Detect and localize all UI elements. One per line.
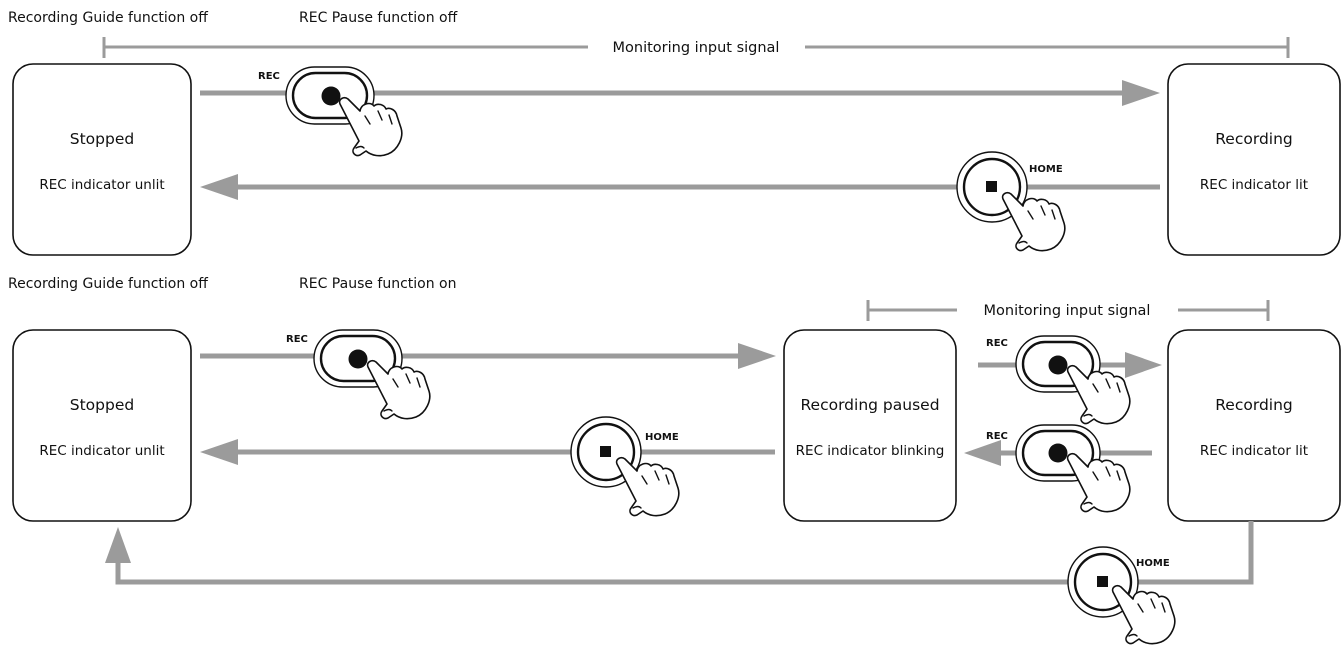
record-dot-icon: [1048, 443, 1068, 463]
home-label: HOME: [1136, 558, 1170, 569]
top-rec-button: REC: [258, 66, 403, 157]
home-label: HOME: [645, 432, 679, 443]
pointing-hand-icon: [1111, 585, 1176, 645]
rec-label: REC: [258, 71, 280, 82]
home-label: HOME: [1029, 164, 1063, 175]
state-status: REC indicator blinking: [796, 443, 945, 459]
state-box: [12, 329, 192, 522]
bottom-condition-guide: Recording Guide function off: [8, 276, 208, 292]
bottom-home-button-2: HOME: [1067, 546, 1176, 645]
bottom-arrow-paused-to-stopped: [200, 439, 775, 465]
record-dot-icon: [348, 349, 368, 369]
top-monitoring-bracket: [102, 37, 1290, 58]
pointing-hand-icon: [366, 360, 431, 420]
bottom-recording-box: Recording REC indicator lit: [1167, 329, 1341, 522]
state-status: REC indicator unlit: [39, 177, 164, 193]
state-status: REC indicator lit: [1200, 177, 1308, 193]
top-stopped-box: Stopped REC indicator unlit: [12, 63, 192, 256]
bottom-monitoring-bracket: [866, 300, 1270, 321]
bottom-monitoring-label: Monitoring input signal: [984, 303, 1151, 319]
bottom-stopped-box: Stopped REC indicator unlit: [12, 329, 192, 522]
top-monitoring-label: Monitoring input signal: [613, 40, 780, 56]
pointing-hand-icon: [338, 97, 403, 157]
stop-square-icon: [600, 446, 611, 457]
top-diagram: Recording Guide function off REC Pause f…: [8, 10, 1341, 256]
bottom-home-button-1: HOME: [570, 416, 680, 517]
top-recording-box: Recording REC indicator lit: [1167, 63, 1341, 256]
state-status: REC indicator unlit: [39, 443, 164, 459]
bottom-rec-button-2: REC: [986, 335, 1131, 425]
stop-square-icon: [1097, 576, 1108, 587]
state-title: Recording: [1215, 396, 1293, 414]
state-title: Stopped: [70, 396, 134, 414]
top-home-button: HOME: [956, 151, 1066, 252]
state-title: Stopped: [70, 130, 134, 148]
record-dot-icon: [321, 86, 341, 106]
stop-square-icon: [986, 181, 997, 192]
top-condition-guide: Recording Guide function off: [8, 10, 208, 26]
pointing-hand-icon: [1066, 453, 1131, 513]
bottom-arrow-recording-to-stopped: [105, 521, 1254, 585]
state-box: [12, 63, 192, 256]
state-title: Recording paused: [800, 396, 939, 414]
bottom-diagram: Recording Guide function off REC Pause f…: [8, 276, 1341, 645]
rec-label: REC: [986, 338, 1008, 349]
bottom-paused-box: Recording paused REC indicator blinking: [783, 329, 957, 522]
state-title: Recording: [1215, 130, 1293, 148]
pointing-hand-icon: [1066, 365, 1131, 425]
pointing-hand-icon: [615, 457, 680, 517]
top-condition-pause: REC Pause function off: [299, 10, 458, 26]
state-box: [1167, 63, 1341, 256]
rec-label: REC: [286, 334, 308, 345]
bottom-rec-button-3: REC: [986, 424, 1131, 513]
bottom-rec-button-1: REC: [286, 329, 431, 420]
pointing-hand-icon: [1001, 192, 1066, 252]
state-box: [783, 329, 957, 522]
state-status: REC indicator lit: [1200, 443, 1308, 459]
bottom-condition-pause: REC Pause function on: [299, 276, 457, 292]
bottom-arrow-to-paused: [200, 343, 776, 369]
record-dot-icon: [1048, 355, 1068, 375]
rec-label: REC: [986, 431, 1008, 442]
state-box: [1167, 329, 1341, 522]
